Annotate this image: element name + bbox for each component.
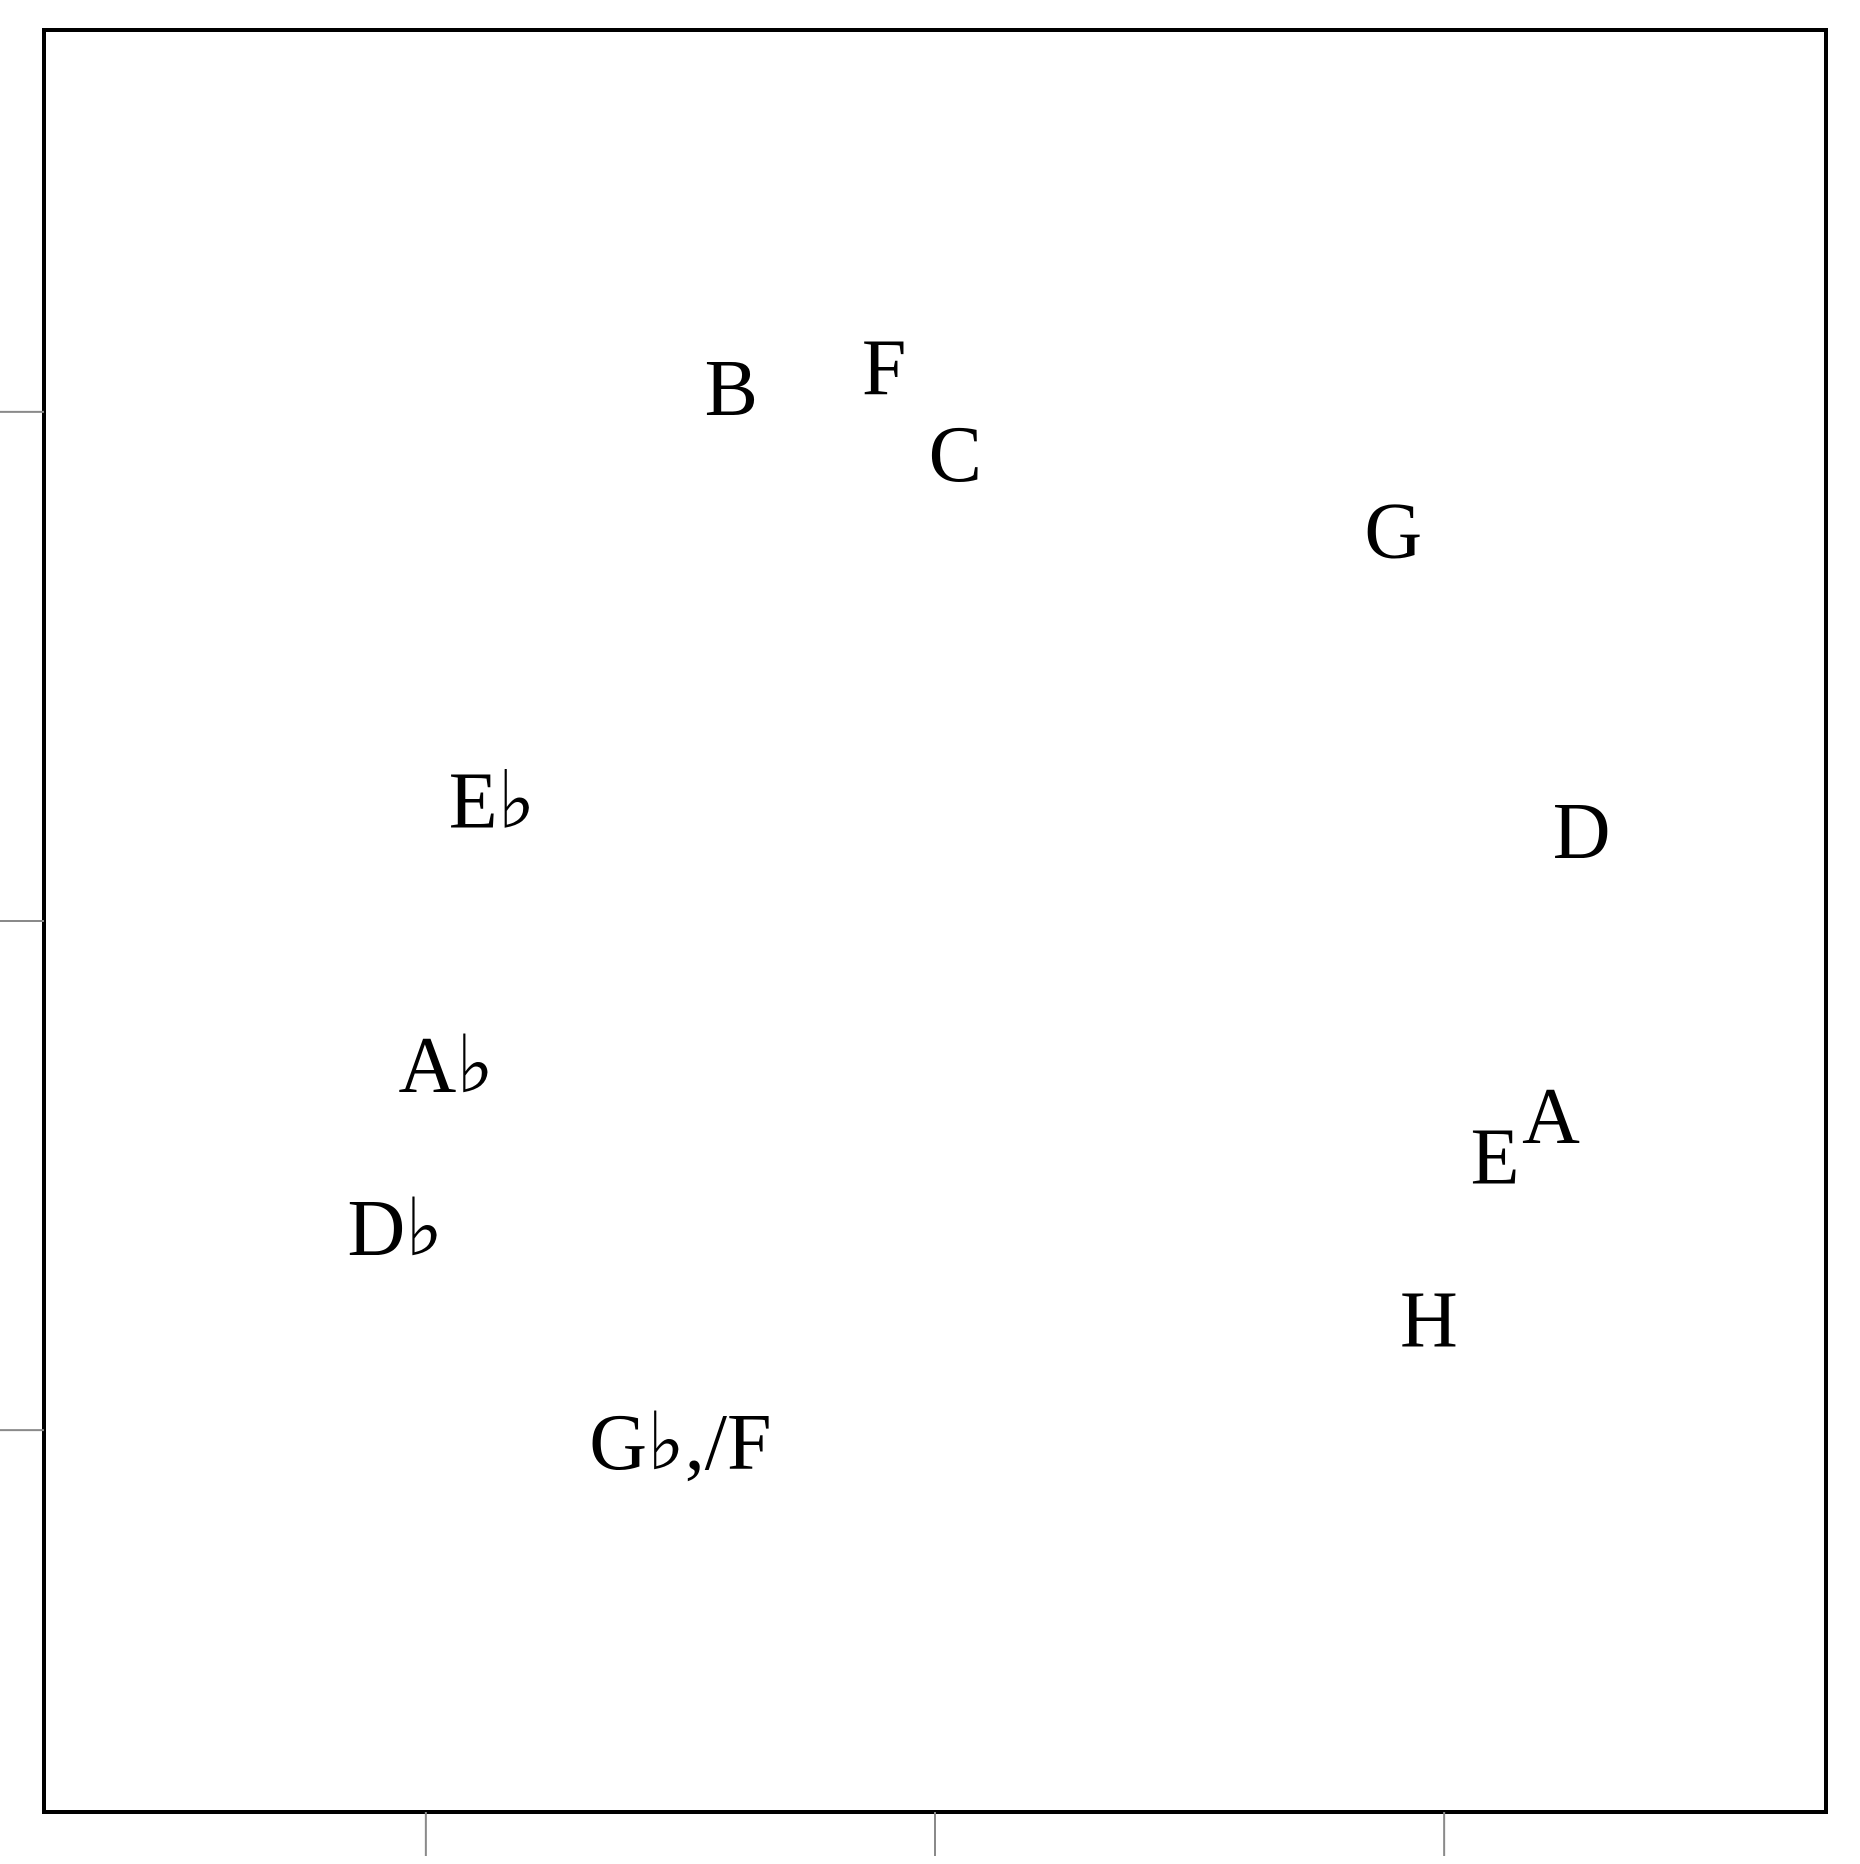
point-label-5: E♭: [449, 757, 536, 845]
x-axis-ticks: [424, 1812, 1446, 1856]
point-label-12: G♭,/F: [589, 1399, 771, 1487]
point-label-2: F: [862, 325, 907, 413]
point-label-1: B: [705, 345, 758, 433]
plot-frame: [42, 28, 1828, 1814]
point-label-10: D♭: [348, 1185, 444, 1273]
point-label-3: C: [929, 411, 982, 499]
point-label-9: E: [1471, 1114, 1520, 1202]
point-label-4: G: [1364, 488, 1422, 576]
point-label-6: D: [1553, 788, 1611, 876]
point-labels: B FC G E♭ D A♭ AE D♭ H G♭,/F: [348, 325, 1611, 1487]
point-label-8: A: [1522, 1073, 1580, 1161]
y-axis-ticks: [0, 410, 44, 1432]
point-label-7: A♭: [398, 1022, 494, 1110]
point-label-11: H: [1400, 1277, 1458, 1365]
